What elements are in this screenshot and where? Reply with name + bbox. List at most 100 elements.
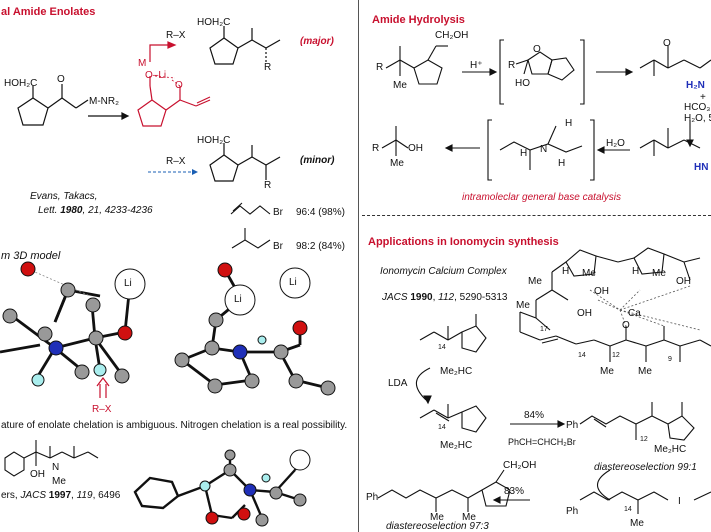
oh-b: OH — [577, 308, 592, 319]
dashed-divider — [362, 215, 711, 216]
c14-c: 14 — [438, 424, 446, 431]
ds-1: diastereoselection 99:1 — [594, 462, 697, 473]
hn-label: HN — [694, 162, 709, 173]
hco3-label: HCO₃⁻ — [684, 102, 711, 113]
me-a: Me — [582, 268, 596, 279]
iodide-label: I — [678, 496, 681, 507]
synthesis-scheme — [377, 314, 711, 514]
ca-label: Ca — [628, 308, 641, 319]
n-h-label: N — [540, 144, 548, 155]
ch2oh-label: CH₂OH — [435, 30, 469, 41]
hoh2c-start: HOH₂C — [4, 78, 38, 89]
ph-3: Ph — [566, 506, 579, 517]
reagent-1: PhCH=CHCH₂Br — [508, 437, 576, 447]
me2hc-2: Me₂HC — [440, 440, 473, 451]
r-major: R — [264, 62, 272, 73]
me-label-1: Me — [393, 80, 407, 91]
pyrrolidine-ring-1 — [17, 97, 49, 126]
rx-top-label: R–X — [166, 30, 186, 41]
m-label: M — [138, 58, 147, 69]
ref-authors: Evans, Takacs, — [30, 191, 98, 202]
ratio-1: 96:4 (98%) — [296, 207, 345, 218]
ch2oh-2: CH₂OH — [503, 460, 537, 471]
o-label-1: O — [533, 44, 541, 55]
oh-label: OH — [30, 469, 45, 480]
c17-label: 17 — [540, 326, 548, 333]
catalysis-note: intramoleclar general base catalysis — [462, 192, 621, 203]
ref-line: Lett. 1980, 21, 4233-4236 — [38, 205, 153, 216]
complex-ref: JACS 1990, 112, 5290-5313 — [382, 292, 508, 303]
r-label-2: R — [508, 60, 516, 71]
model-title: m 3D model — [1, 250, 61, 262]
me-label-3: Me — [390, 158, 404, 169]
ph-2: Ph — [366, 492, 379, 503]
base-label: M-NR₂ — [89, 96, 119, 107]
ratio-2: 98:2 (84%) — [296, 241, 345, 252]
yield-2: 83% — [504, 486, 525, 497]
me-d: Me — [516, 300, 530, 311]
minor-label: (minor) — [300, 155, 335, 166]
c14-label: 14 — [578, 352, 586, 359]
h2n-label: H₂N — [686, 80, 705, 91]
o-start: O — [57, 74, 65, 85]
oh-a: OH — [594, 286, 609, 297]
ref2-line: ers, JACS 1997, 119, 6496 — [1, 490, 121, 501]
o-li-label: O–Li — [145, 70, 167, 81]
chelation-note: ature of enolate chelation is ambiguous.… — [1, 420, 348, 431]
c14-d: 14 — [624, 506, 632, 513]
c9-label: 9 — [668, 356, 672, 363]
c12-label: 12 — [612, 352, 620, 359]
enolate-o: O — [175, 80, 183, 91]
3d-model-bottom — [133, 455, 302, 520]
h2o-label: H₂O — [606, 138, 625, 149]
n-label: N — [52, 462, 60, 473]
r-label-3: R — [372, 143, 380, 154]
rx-approach: R–X — [92, 404, 112, 415]
h-label-2: H — [520, 148, 528, 159]
me-b: Me — [652, 268, 666, 279]
c14-b: 14 — [438, 344, 446, 351]
hydrolysis-heading: Amide Hydrolysis — [372, 14, 465, 26]
h-label-1: H — [565, 118, 573, 129]
complex-title: Ionomycin Calcium Complex — [380, 266, 507, 277]
li-atom-3: Li — [289, 277, 297, 288]
me-h: Me — [462, 512, 476, 523]
isobutyl-bromide: Br — [273, 241, 283, 252]
acid-oh: OH — [408, 143, 423, 154]
hoh2c-major: HOH₂C — [197, 17, 231, 28]
li-atom-1: Li — [124, 278, 132, 289]
c12-b: 12 — [640, 436, 648, 443]
hydrolysis-row-2 — [381, 119, 701, 181]
allyl-bromide: Br — [273, 207, 283, 218]
minor-product — [209, 143, 281, 182]
me-i: Me — [630, 518, 644, 529]
me2hc-1: Me₂HC — [440, 366, 473, 377]
ds-2: diastereoselection 97:3 — [386, 521, 489, 532]
o-label-2: O — [663, 38, 671, 49]
enolate-intermediate — [137, 41, 211, 127]
r-minor: R — [264, 180, 272, 191]
yield-1: 84% — [524, 410, 545, 421]
ionomycin-structure — [519, 247, 711, 362]
hydrolysis-row-1 — [385, 39, 711, 148]
vertical-divider — [358, 0, 359, 532]
plus-sign: + — [700, 92, 706, 103]
h-a: H — [562, 266, 570, 277]
rx-minor-label: R–X — [166, 156, 186, 167]
o-ion: O — [622, 320, 630, 331]
ho-label: HO — [515, 78, 530, 89]
h2o-conditions: H₂O, 5 — [684, 113, 711, 124]
pseudoephedrine-amide — [4, 440, 99, 477]
h-plus: H⁺ — [470, 60, 483, 71]
lda-label: LDA — [388, 378, 408, 389]
me-label: Me — [52, 476, 66, 487]
r-label-1: R — [376, 62, 384, 73]
ph-1: Ph — [566, 420, 579, 431]
oh-c: OH — [676, 276, 691, 287]
me-g: Me — [430, 512, 444, 523]
hoh2c-minor: HOH₂C — [197, 135, 231, 146]
me-e: Me — [600, 366, 614, 377]
me-c: Me — [528, 276, 542, 287]
